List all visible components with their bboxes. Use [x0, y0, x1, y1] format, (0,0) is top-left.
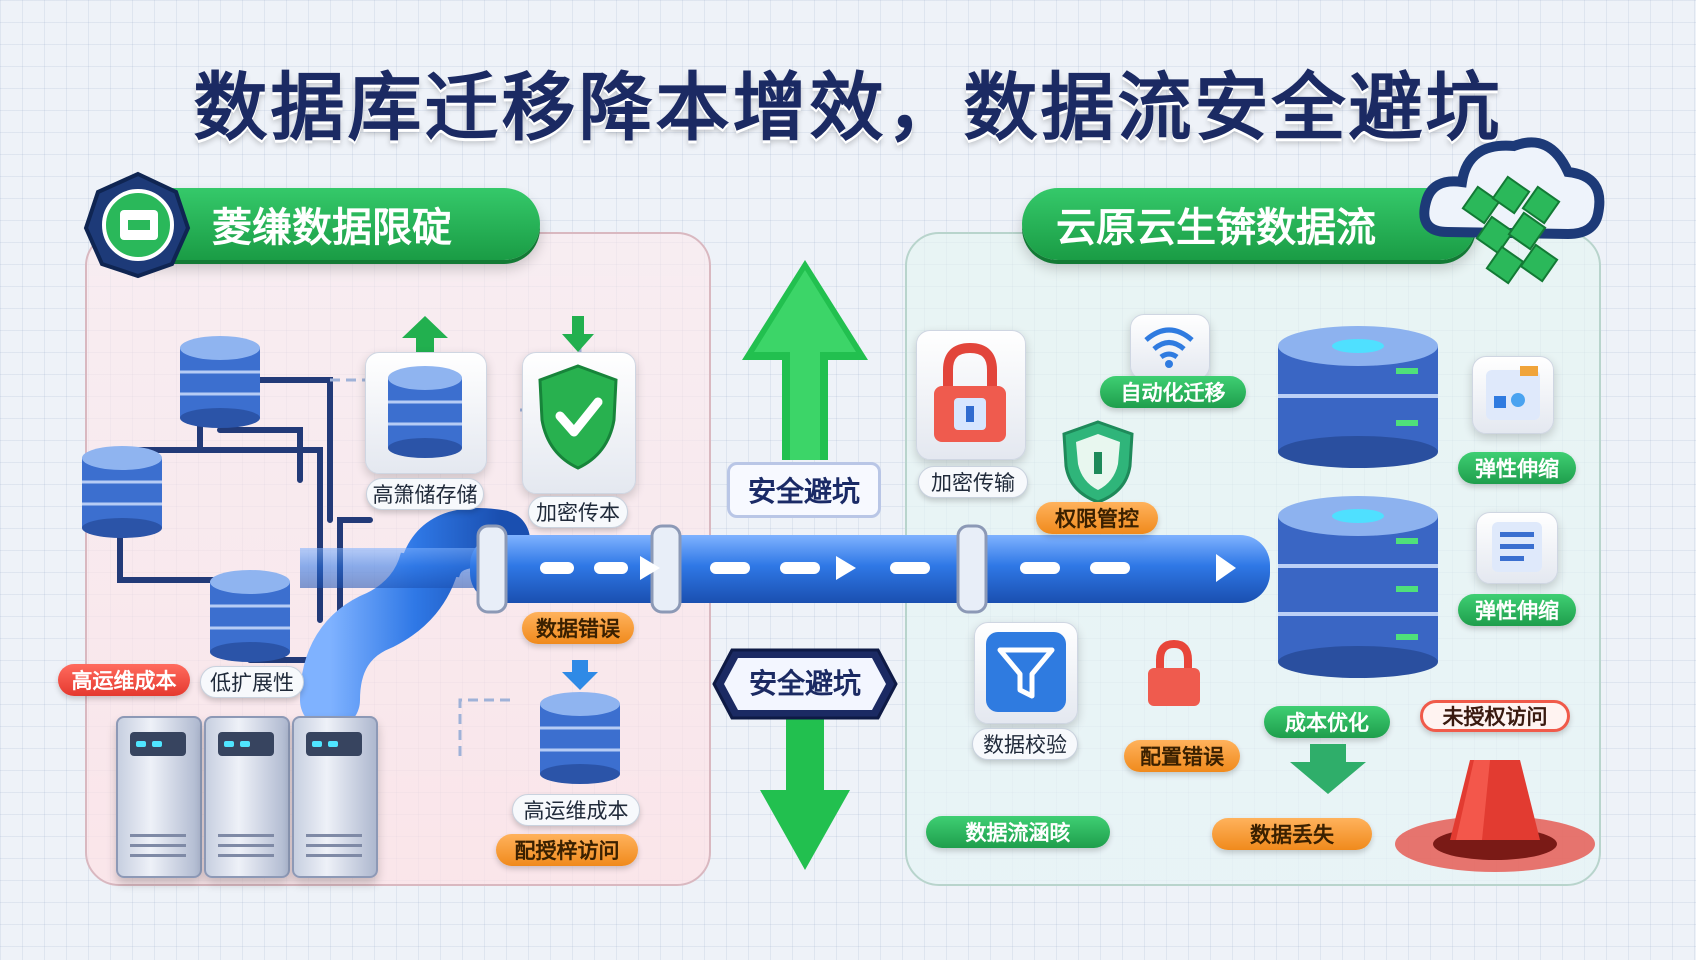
server-icon — [292, 716, 378, 878]
pitfall-cone-icon — [1395, 760, 1595, 872]
arrow-up-small-icon — [402, 316, 448, 360]
label-encrypt: 加密传本 — [528, 496, 628, 528]
filter-icon — [986, 632, 1066, 712]
cloud-banner-label: 云原云生锛数据流 — [1056, 205, 1376, 251]
legacy-banner: 菱缣数据限碇 — [120, 188, 540, 260]
label-elastic-2: 弹性伸缩 — [1458, 594, 1576, 626]
label-unauth: 配授梓访问 — [496, 834, 638, 866]
cloud-chip-icon — [1419, 137, 1605, 285]
database-icon — [210, 570, 290, 662]
database-icon — [388, 366, 462, 458]
label-unauth-access: 未授权访问 — [1420, 700, 1570, 732]
label-auto-migrate: 自动化迁移 — [1100, 376, 1246, 408]
label-access-control: 权限管控 — [1036, 502, 1158, 534]
safe-label-bottom: 安全避坑 — [748, 667, 861, 700]
lock-icon — [934, 342, 1006, 442]
arrow-down-small-icon — [562, 660, 598, 690]
arrow-up-icon — [742, 260, 868, 460]
database-icon — [540, 692, 620, 784]
label-high-cost-2: 高运维成本 — [512, 794, 640, 826]
wifi-icon — [1144, 327, 1194, 368]
arrow-down-small-icon — [562, 316, 594, 352]
database-large-icon — [1278, 496, 1438, 678]
label-data-error: 数据错误 — [522, 612, 634, 644]
label-storage: 高箫储存储 — [366, 478, 484, 510]
page-title: 数据库迁移降本增效，数据流安全避坑 — [193, 65, 1503, 151]
label-elastic-1: 弹性伸缩 — [1458, 452, 1576, 484]
label-encrypt-transfer: 加密传输 — [918, 466, 1028, 498]
safe-label-top: 安全避坑 — [727, 462, 882, 518]
server-icon — [116, 716, 202, 878]
label-data-check: 数据校验 — [972, 728, 1078, 760]
cloud-banner: 云原云生锛数据流 — [1022, 188, 1476, 260]
server-icon — [204, 716, 290, 878]
safe-badge-bottom — [712, 648, 898, 720]
label-config-error: 配置错误 — [1124, 740, 1240, 772]
shield-check-icon — [538, 364, 618, 470]
database-large-icon — [1278, 326, 1438, 468]
gear-badge-icon — [83, 171, 191, 279]
lock-red-icon — [1148, 640, 1200, 706]
label-data-loss: 数据丢失 — [1212, 818, 1372, 850]
legacy-banner-label: 菱缣数据限碇 — [212, 205, 452, 251]
shield-icon — [1062, 420, 1134, 504]
arrow-down-icon — [760, 690, 850, 870]
wifi-tile — [1130, 314, 1210, 380]
dashboard-icon — [1486, 366, 1540, 420]
arrow-down-green-icon — [1290, 744, 1366, 794]
label-cost-opt: 成本优化 — [1264, 706, 1390, 738]
database-icon — [82, 446, 162, 538]
label-data-flow-clear: 数据流涵晐 — [926, 816, 1110, 848]
label-low-scale: 低扩展性 — [200, 666, 304, 698]
database-icon — [180, 336, 260, 428]
document-icon — [1492, 522, 1542, 572]
label-high-cost-1: 高运维成本 — [58, 664, 190, 696]
